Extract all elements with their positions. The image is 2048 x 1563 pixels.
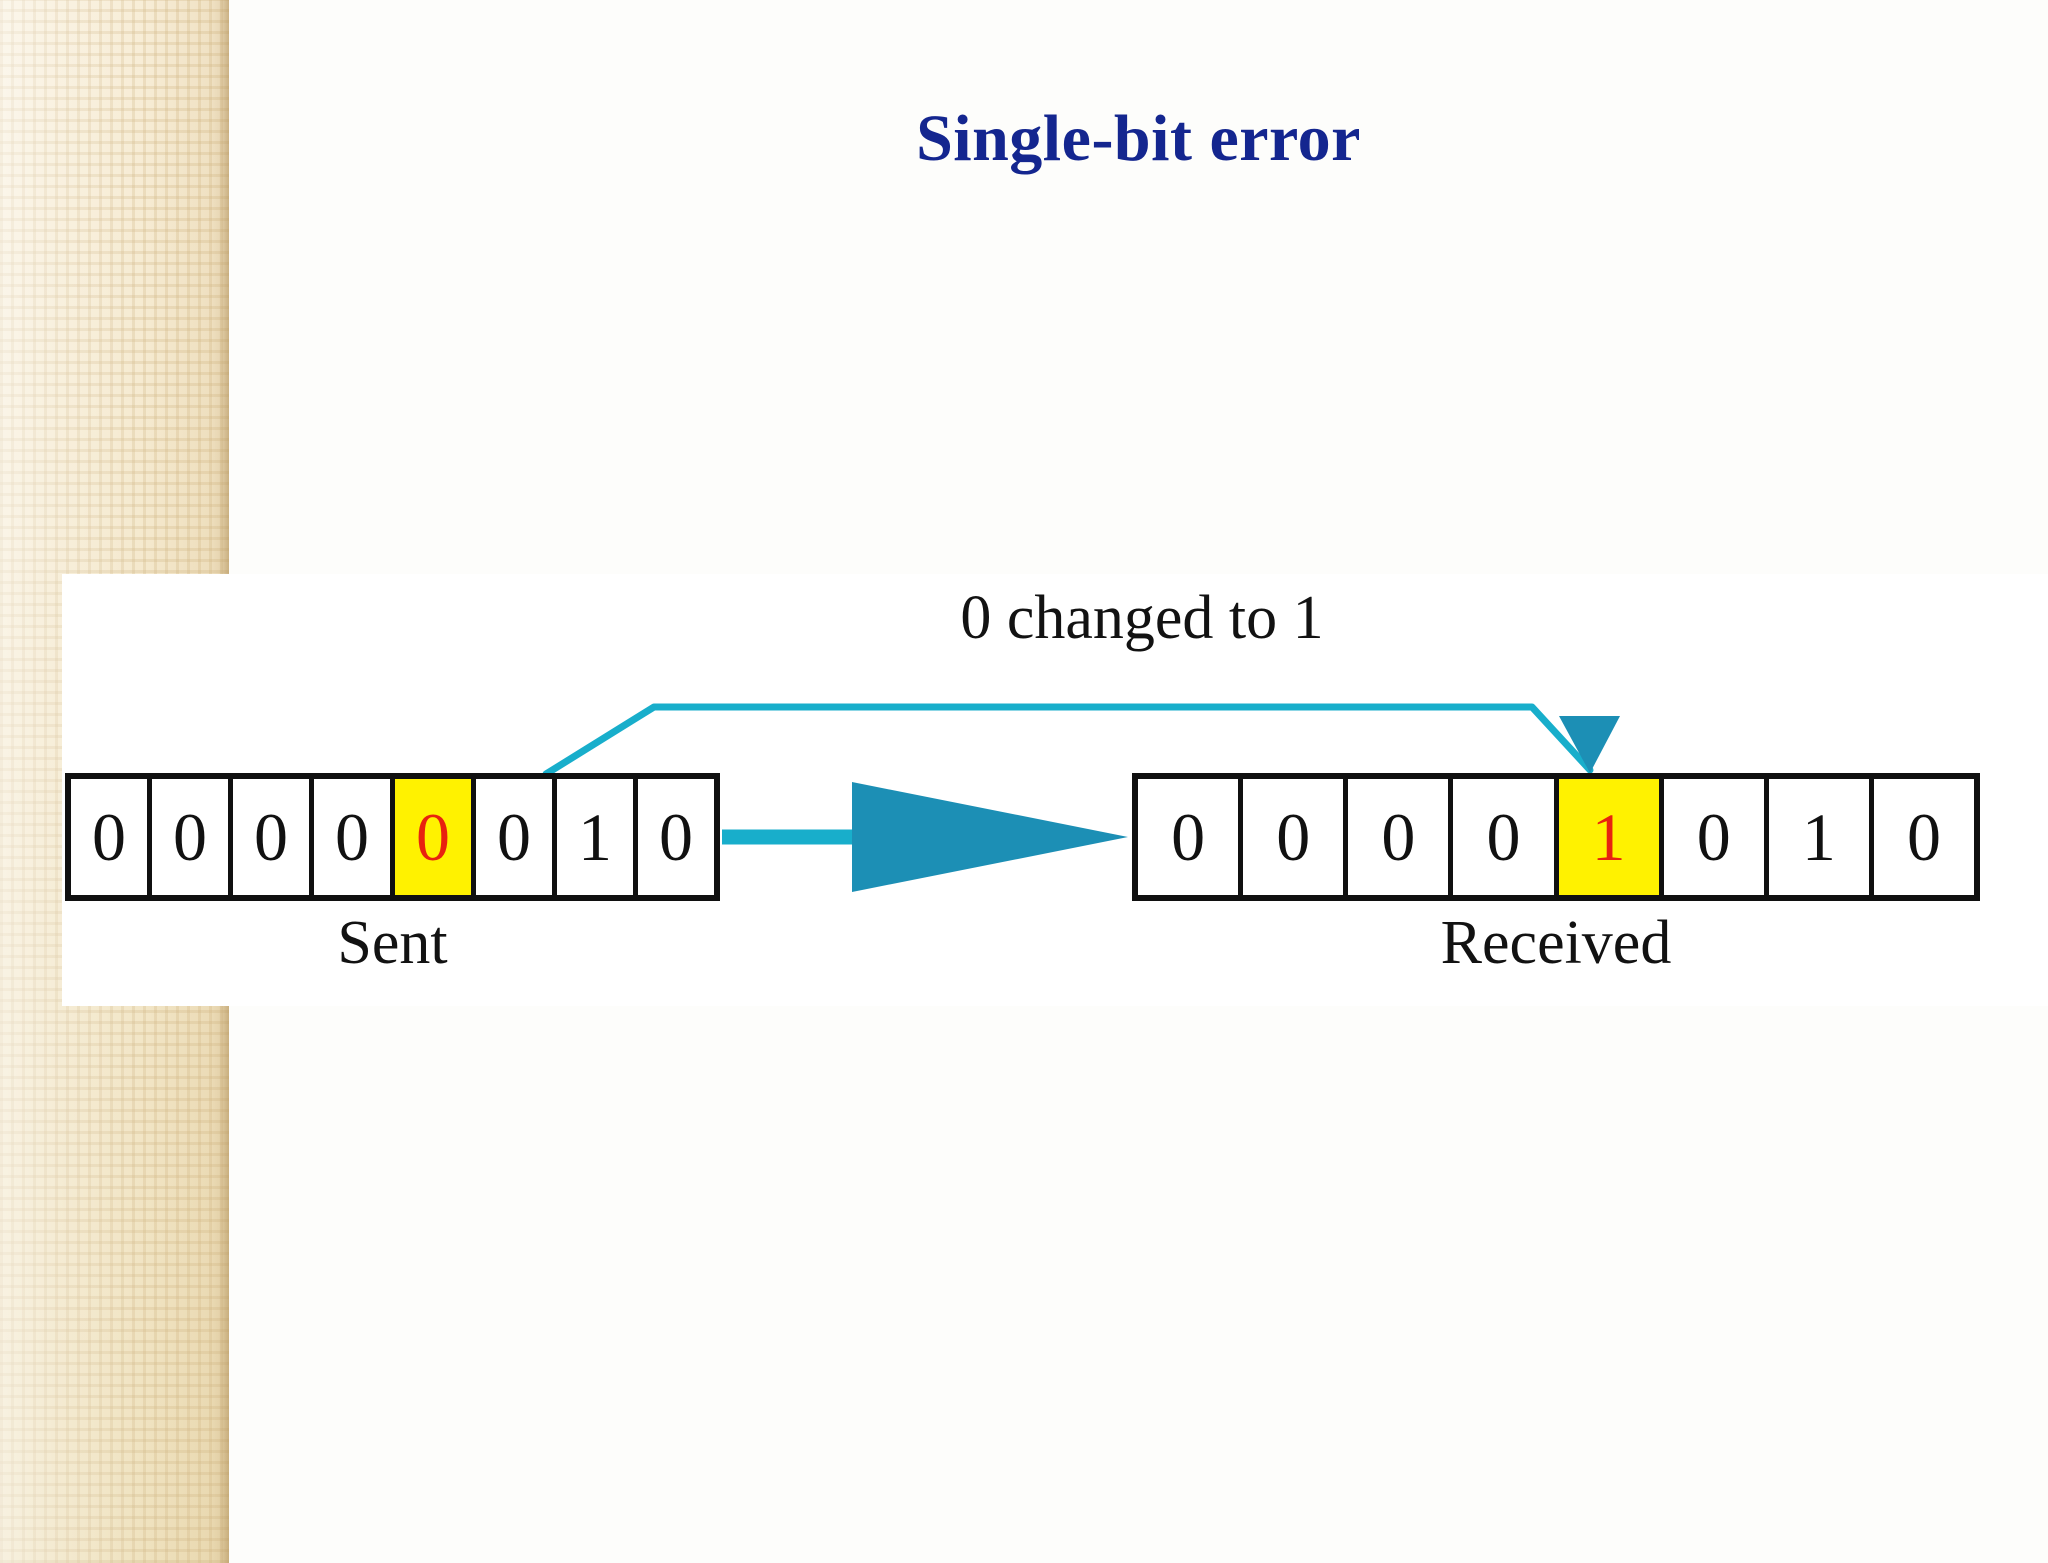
sent-bit-row: 0 0 0 0 0 0 1 0 [65, 773, 720, 901]
bit-cell: 0 [1663, 779, 1769, 895]
transmission-arrowhead-icon [852, 782, 1128, 892]
bit-cell-flipped-sent: 0 [395, 779, 476, 895]
bit-cell: 0 [1243, 779, 1349, 895]
page-title: Single-bit error [916, 102, 1361, 175]
bit-cell: 0 [71, 779, 152, 895]
received-bit-row: 0 0 0 0 1 0 1 0 [1132, 773, 1980, 901]
bit-cell: 1 [557, 779, 638, 895]
bit-cell: 0 [1348, 779, 1454, 895]
bit-flip-arrow-path [542, 703, 1594, 778]
bit-cell-flipped-received: 1 [1558, 779, 1664, 895]
bit-cell: 0 [1873, 779, 1974, 895]
bit-cell: 0 [1138, 779, 1244, 895]
received-row-label: Received [1440, 909, 1672, 977]
bit-cell: 1 [1768, 779, 1874, 895]
bit-cell: 0 [152, 779, 233, 895]
bit-flip-arrowhead-icon [1559, 716, 1620, 773]
bit-cell: 0 [1453, 779, 1559, 895]
sent-row-label: Sent [337, 909, 448, 977]
change-annotation-label: 0 changed to 1 [960, 584, 1324, 652]
bit-cell: 0 [638, 779, 714, 895]
single-bit-error-figure: 0 changed to 1 0 0 0 0 0 0 1 0 Sent 0 0 … [62, 574, 2048, 1006]
bit-cell: 0 [314, 779, 395, 895]
bit-cell: 0 [476, 779, 557, 895]
bit-cell: 0 [233, 779, 314, 895]
